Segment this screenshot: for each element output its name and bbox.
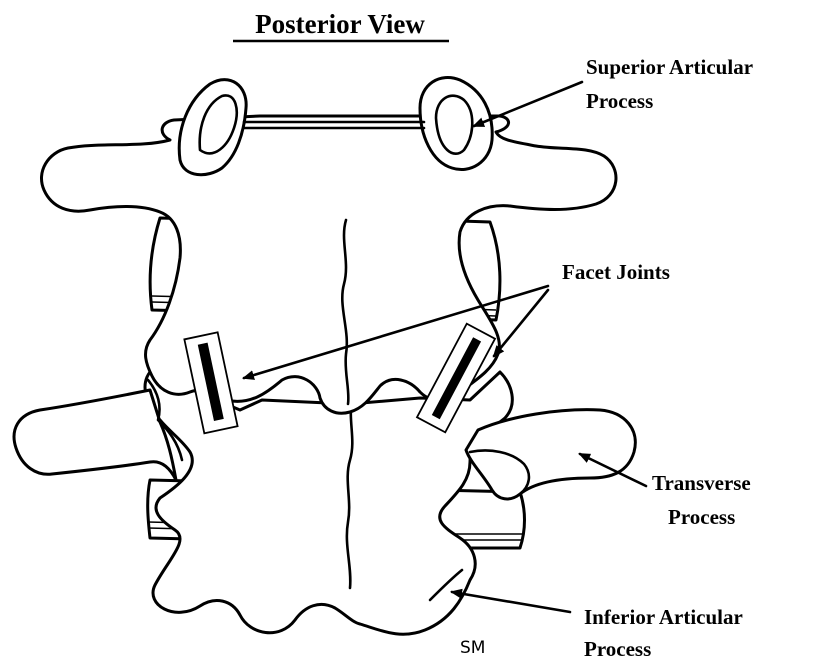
inferior-label-line2: Process [584,637,651,661]
upper-lamina [41,116,615,413]
upper-vertebra [41,78,615,414]
diagram-title: Posterior View [233,9,449,41]
label-superior-articular-process: Superior Articular Process [586,55,753,113]
superior-label-line2: Process [586,89,653,113]
facet-label: Facet Joints [562,260,670,284]
transverse-label-line1: Transverse [652,471,751,495]
lower-left-transverse-process [14,390,176,480]
label-inferior-articular-process: Inferior Articular Process [584,605,743,661]
arrow-superior [474,82,582,126]
label-transverse-process: Transverse Process [652,471,751,529]
inferior-label-line1: Inferior Articular [584,605,743,629]
transverse-label-line2: Process [668,505,735,529]
artist-signature: SM [460,638,485,658]
label-facet-joints: Facet Joints [562,260,670,284]
arrow-inferior [452,592,570,612]
lower-vertebra [14,372,635,634]
superior-label-line1: Superior Articular [586,55,753,79]
title-text: Posterior View [255,9,425,39]
